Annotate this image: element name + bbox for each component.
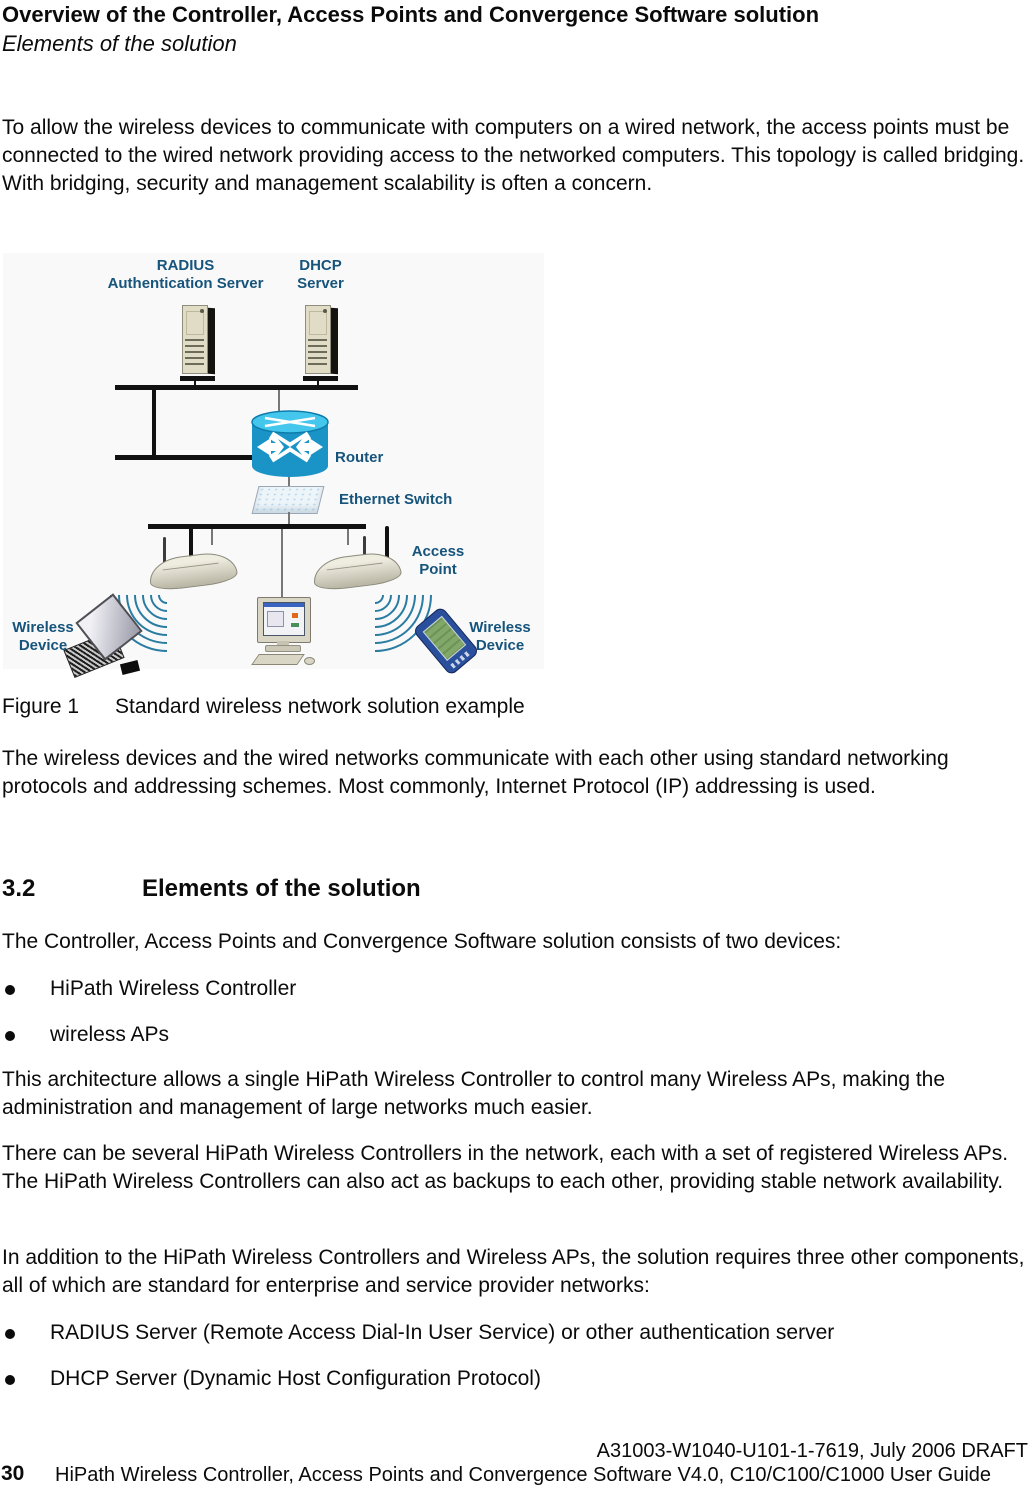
figure-caption-text: Standard wireless network solution examp… (115, 695, 525, 718)
page-number: 30 (1, 1462, 25, 1485)
router-switch-line (288, 477, 290, 488)
ap-right-drop-line (347, 529, 349, 545)
figure-caption-label: Figure 1 (2, 695, 80, 718)
architecture-paragraph: This architecture allows a single HiPath… (2, 1068, 946, 1119)
access-point-label: Access Point (411, 543, 465, 578)
controllers-paragraph: There can be several HiPath Wireless Con… (2, 1142, 1009, 1193)
switch-bus-line (288, 512, 290, 525)
wireless-device-left-label: Wireless Device (12, 619, 74, 654)
router-label: Router (335, 449, 384, 466)
figure-caption: Figure 1 Standard wireless network soluti… (2, 693, 525, 721)
page-subtitle: Elements of the solution (2, 31, 237, 56)
bullet-text: wireless APs (50, 1023, 170, 1046)
desktop-computer-icon (251, 597, 315, 667)
bullet-text: RADIUS Server (Remote Access Dial-In Use… (50, 1321, 835, 1344)
bullet-text: DHCP Server (Dynamic Host Configuration … (50, 1367, 541, 1390)
upper-bus-line (115, 385, 358, 390)
access-point-right-icon (311, 526, 405, 593)
network-diagram-figure: RADIUS Authentication Server DHCP Server (3, 253, 544, 679)
bullet-icon (5, 1375, 15, 1385)
router-icon (251, 410, 329, 477)
section-lead-paragraph: The Controller, Access Points and Conver… (2, 930, 842, 953)
access-point-left-icon (147, 525, 241, 593)
ethernet-switch-label: Ethernet Switch (339, 491, 453, 508)
bullet-text: HiPath Wireless Controller (50, 977, 297, 1000)
middle-bus-line (115, 455, 253, 460)
list-item: RADIUS Server (Remote Access Dial-In Use… (2, 1319, 1029, 1347)
intro-paragraph: To allow the wireless devices to communi… (2, 116, 1025, 195)
bullet-icon (5, 985, 15, 995)
list-item: DHCP Server (Dynamic Host Configuration … (2, 1365, 1029, 1393)
bullet-icon (5, 1329, 15, 1339)
router-uplink-line (278, 390, 280, 411)
addition-paragraph: In addition to the HiPath Wireless Contr… (2, 1246, 1025, 1297)
after-figure-paragraph: The wireless devices and the wired netwo… (2, 747, 949, 798)
radius-bus-link (194, 377, 196, 387)
dhcp-server-icon (302, 303, 340, 381)
radius-server-icon (179, 303, 217, 381)
list-item: HiPath Wireless Controller (2, 975, 1029, 1003)
section-number: 3.2 (2, 875, 36, 902)
section-heading: 3.2 Elements of the solution (2, 874, 421, 904)
radius-server-label: RADIUS Authentication Server (107, 257, 264, 292)
pc-drop-line (281, 529, 283, 599)
left-vertical-line (152, 390, 156, 458)
footer-doc-title: HiPath Wireless Controller, Access Point… (55, 1464, 992, 1486)
ethernet-switch-icon (251, 486, 325, 514)
section-title: Elements of the solution (142, 875, 421, 902)
list-item: wireless APs (2, 1021, 1029, 1049)
page-title: Overview of the Controller, Access Point… (2, 2, 820, 27)
wireless-device-right-label: Wireless Device (469, 619, 531, 654)
ap-left-drop-line (211, 529, 213, 545)
dhcp-bus-link (317, 377, 319, 387)
footer-doc-number: A31003-W1040-U101-1-7619, July 2006 DRAF… (596, 1440, 1028, 1462)
bullet-icon (5, 1031, 15, 1041)
wifi-arcs-right-icon (374, 594, 432, 652)
lower-bus-line (148, 524, 366, 529)
dhcp-server-label: DHCP Server (297, 257, 344, 292)
